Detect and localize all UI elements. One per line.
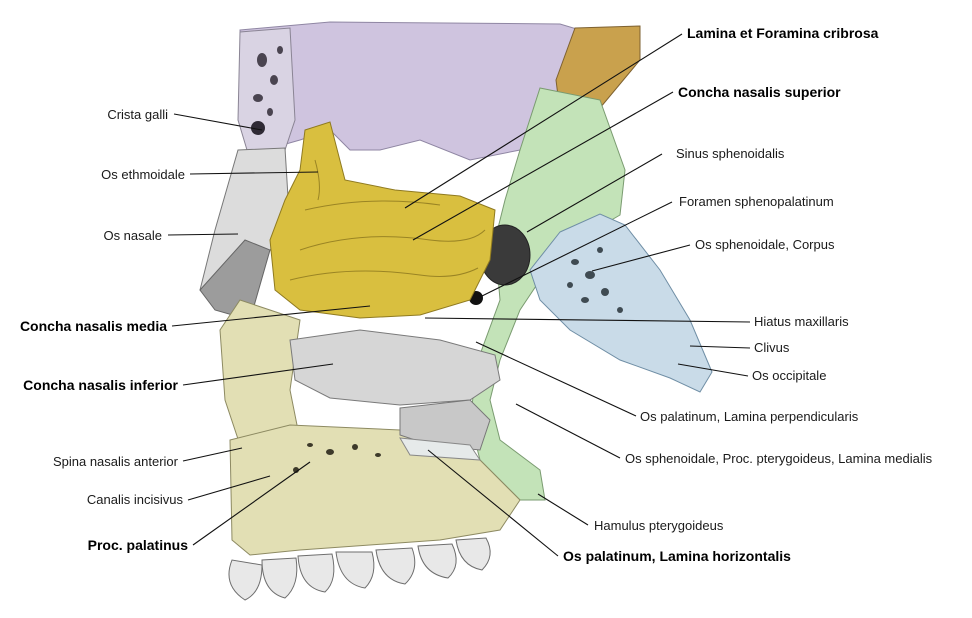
label-crista-galli: Crista galli — [107, 107, 168, 122]
spongy-bone-sphenoid — [567, 247, 623, 313]
leader-hiatus — [424, 317, 751, 323]
leader-lamina-perpendicularis — [475, 341, 637, 417]
leader-lamina-cribrosa — [404, 33, 683, 209]
leader-corpus — [591, 244, 691, 272]
label-clivus: Clivus — [754, 340, 790, 355]
label-os-sphenoidale-corpus: Os sphenoidale, Corpus — [695, 237, 835, 252]
frontal-cut-surface — [237, 27, 296, 161]
label-os-ethmoidale: Os ethmoidale — [101, 167, 185, 182]
os-ethmoidale-region — [269, 121, 496, 319]
label-concha-media: Concha nasalis media — [20, 318, 167, 334]
label-concha-inferior: Concha nasalis inferior — [23, 377, 178, 393]
label-lamina-horizontalis: Os palatinum, Lamina horizontalis — [563, 548, 791, 564]
leader-lamina-horizontalis — [427, 449, 559, 557]
skull-illustration — [199, 21, 713, 601]
leader-concha-superior — [412, 91, 674, 241]
leader-os-occipitale — [677, 363, 749, 377]
leader-concha-inferior — [182, 363, 334, 386]
leader-clivus — [689, 345, 751, 349]
label-lamina-cribrosa: Lamina et Foramina cribrosa — [687, 25, 879, 41]
leader-canalis-incisivus — [187, 475, 271, 501]
label-os-nasale: Os nasale — [103, 228, 162, 243]
leader-os-nasale — [167, 233, 239, 236]
label-sinus-sphenoidalis: Sinus sphenoidalis — [676, 146, 785, 161]
label-canalis-incisivus: Canalis incisivus — [87, 492, 184, 507]
label-os-occipitale: Os occipitale — [752, 368, 826, 383]
leader-proc-palatinus — [192, 461, 311, 546]
label-hamulus: Hamulus pterygoideus — [594, 518, 724, 533]
leader-crista-galli — [173, 113, 263, 131]
leader-os-ethmoidale — [189, 171, 319, 175]
leader-lamina-medialis — [515, 403, 621, 459]
ethmoid-texture — [289, 159, 486, 281]
label-proc-palatinus: Proc. palatinus — [88, 537, 189, 553]
labels: Lamina et Foramina cribrosa Concha nasal… — [20, 25, 933, 564]
teeth-row — [228, 537, 491, 601]
label-foramen-sphenopalatinum: Foramen sphenopalatinum — [679, 194, 834, 209]
label-hiatus-maxillaris: Hiatus maxillaris — [754, 314, 849, 329]
leader-hamulus — [537, 493, 589, 526]
label-spina-nasalis: Spina nasalis anterior — [53, 454, 179, 469]
leader-spina-nasalis — [182, 447, 243, 462]
crista-galli-hole — [251, 121, 265, 135]
leader-concha-media — [171, 305, 371, 327]
label-lamina-medialis: Os sphenoidale, Proc. pterygoideus, Lami… — [625, 451, 933, 466]
os-palatinum-region — [399, 399, 491, 451]
concha-inferior-region — [289, 329, 501, 406]
label-lamina-perpendicularis: Os palatinum, Lamina perpendicularis — [640, 409, 859, 424]
leader-lines — [167, 33, 751, 557]
spongy-bone-frontal — [253, 46, 283, 116]
leader-foramen — [477, 201, 673, 299]
nasal-dark-surface — [199, 239, 271, 321]
lamina-horizontalis-region — [399, 437, 481, 461]
leader-sinus-sphenoidalis — [526, 153, 663, 233]
label-concha-superior: Concha nasalis superior — [678, 84, 841, 100]
